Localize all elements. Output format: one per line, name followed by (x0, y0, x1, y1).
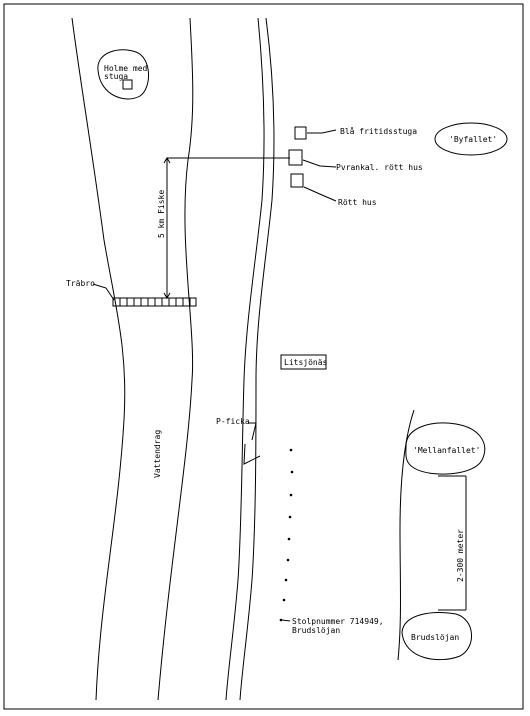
map-frame (3, 3, 524, 710)
trail-dot (284, 578, 288, 582)
stream-line (397, 409, 415, 661)
trail-dots (279, 448, 294, 622)
leader-p-ficka (248, 422, 257, 441)
label-p-ficka: P-ficka (216, 417, 250, 426)
trail-dot (286, 558, 290, 562)
label-stolpnummer-line1: Stolpnummer 714949, (292, 617, 384, 626)
river-right-bank (157, 17, 194, 701)
brudslojan-blob (401, 612, 472, 661)
road-left-edge (225, 17, 265, 701)
trail-dot (279, 618, 283, 622)
holme-island (97, 49, 149, 100)
label-mellanfallet: 'Mellanfallet' (413, 446, 480, 455)
label-trebro: Träbro (66, 279, 95, 288)
label-bla-fritidsstuga: Blå fritidsstuga (340, 126, 417, 136)
label-brudslojan: Brudslöjan (411, 633, 459, 642)
bla-fritidsstuga-house (294, 126, 307, 140)
leader-bla (307, 129, 337, 134)
leader-orange (302, 159, 337, 168)
byfallet-oval (434, 122, 508, 156)
label-byfallet: 'Byfallet' (449, 135, 497, 144)
river-left-bank (71, 17, 126, 701)
p-ficka-notch (243, 443, 261, 465)
leader-red (303, 186, 337, 202)
trail-dot (288, 515, 292, 519)
label-stolpnummer-line2: Brudslöjan (292, 626, 340, 635)
label-holme-line1: Holme med (104, 64, 148, 73)
holme-stuga-square (122, 79, 133, 90)
trail-dot (282, 598, 286, 602)
mellanfallet-blob (405, 422, 486, 475)
label-red-house: Rött hus (338, 198, 377, 207)
red-house (290, 173, 304, 188)
road-right-edge (239, 17, 275, 701)
label-distance-200m: 2-300 meter (456, 529, 465, 582)
label-litsjonas: Litsjönäs (284, 358, 328, 367)
wooden-bridge (112, 297, 197, 307)
label-orange-red-house: Pvrankal. rött hus (336, 163, 423, 172)
orange-red-house (288, 149, 303, 166)
trail-dot (290, 470, 294, 474)
trail-dot (287, 537, 291, 541)
label-holme-line2: stuga (104, 72, 128, 81)
leader-trebro (92, 283, 115, 301)
label-vattendrag: Vattendrag (153, 430, 162, 478)
distance-5km-arrow-top (163, 157, 171, 164)
litsjonas-box (280, 354, 327, 370)
trail-dot (289, 448, 293, 452)
label-distance-5km: 5 km Fiske (157, 190, 166, 238)
trail-dot (289, 493, 293, 497)
leader-stolpnummer (281, 619, 291, 622)
